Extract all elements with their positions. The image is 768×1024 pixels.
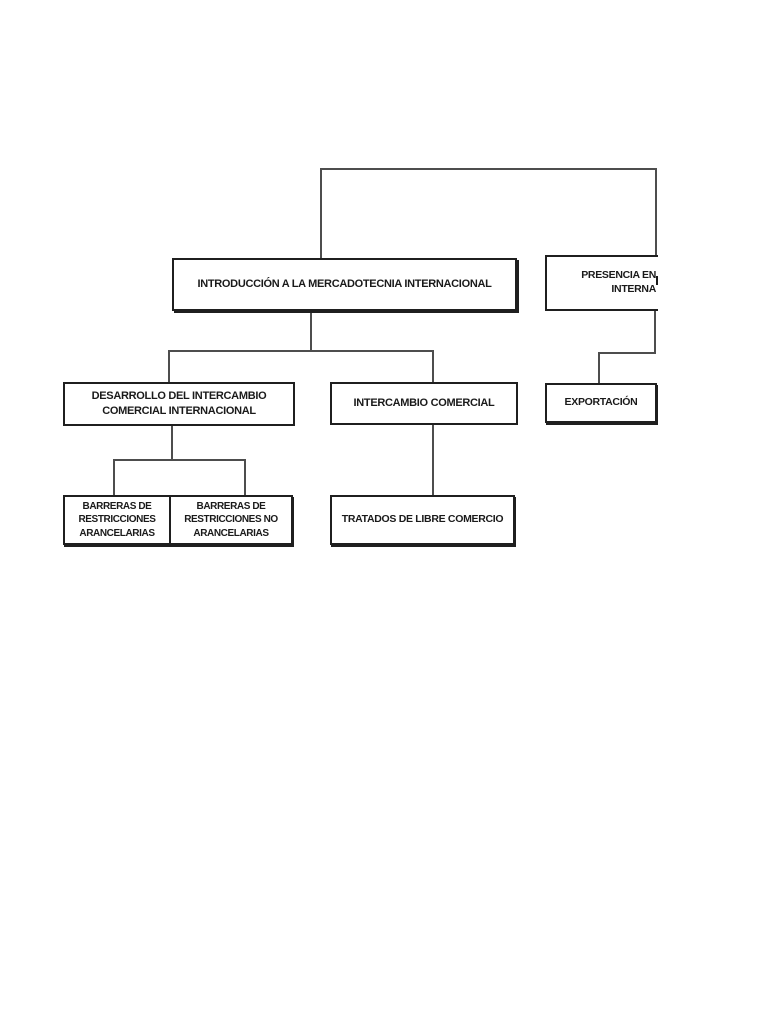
node-barreras-no-arancelarias-line2: RESTRICCIONES NO	[184, 514, 278, 526]
connector-intercambio-drop	[432, 350, 434, 382]
node-intercambio: INTERCAMBIO COMERCIAL	[330, 382, 518, 425]
node-exportacion-label: EXPORTACIÓN	[564, 396, 638, 409]
node-barreras-arancelarias-line3: ARANCELARIAS	[79, 527, 155, 539]
node-introduccion: INTRODUCCIÓN A LA MERCADOTECNIA INTERNAC…	[172, 258, 517, 311]
node-barreras-arancelarias-line2: RESTRICCIONES	[78, 514, 156, 526]
node-presencia-line1: PRESENCIA EN	[581, 269, 656, 282]
connector-barreras-left-drop	[113, 459, 115, 495]
node-intercambio-label: INTERCAMBIO COMERCIAL	[353, 397, 495, 410]
node-desarrollo-line2: COMERCIAL INTERNACIONAL	[102, 405, 256, 417]
connector-presencia-stem	[654, 311, 656, 352]
connector-exportacion-horizontal	[598, 352, 656, 354]
connector-intro-stem	[310, 311, 312, 350]
connector-barreras-horizontal	[113, 459, 246, 461]
node-barreras-arancelarias: BARRERAS DE RESTRICCIONES ARANCELARIAS	[63, 495, 171, 545]
connector-desarrollo-drop	[168, 350, 170, 382]
connector-exportacion-drop	[598, 352, 600, 383]
node-desarrollo-line1: DESARROLLO DEL INTERCAMBIO	[91, 390, 267, 403]
node-tratados: TRATADOS DE LIBRE COMERCIO	[330, 495, 515, 545]
connector-barreras-right-drop	[244, 459, 246, 495]
node-barreras-no-arancelarias-line1: BARRERAS DE	[196, 501, 266, 513]
node-exportacion: EXPORTACIÓN	[545, 383, 657, 423]
node-barreras-arancelarias-line1: BARRERAS DE	[82, 501, 152, 513]
node-presencia: PRESENCIA EN INTERNA	[545, 255, 658, 311]
connector-tier2-horizontal	[168, 350, 434, 352]
connector-top-horizontal	[320, 168, 657, 170]
node-barreras-no-arancelarias: BARRERAS DE RESTRICCIONES NO ARANCELARIA…	[169, 495, 293, 545]
node-tratados-label: TRATADOS DE LIBRE COMERCIO	[341, 513, 504, 526]
connector-desarrollo-stem	[171, 426, 173, 459]
connector-top-left-vertical	[320, 168, 322, 258]
node-presencia-line2: INTERNA	[611, 283, 656, 295]
node-desarrollo: DESARROLLO DEL INTERCAMBIO COMERCIAL INT…	[63, 382, 295, 426]
node-introduccion-label: INTRODUCCIÓN A LA MERCADOTECNIA INTERNAC…	[197, 278, 492, 291]
clipped-letter-fragment	[656, 276, 658, 285]
node-barreras-no-arancelarias-line3: ARANCELARIAS	[193, 527, 269, 539]
connector-tratados-stem	[432, 425, 434, 495]
connector-top-right-vertical	[655, 168, 657, 255]
